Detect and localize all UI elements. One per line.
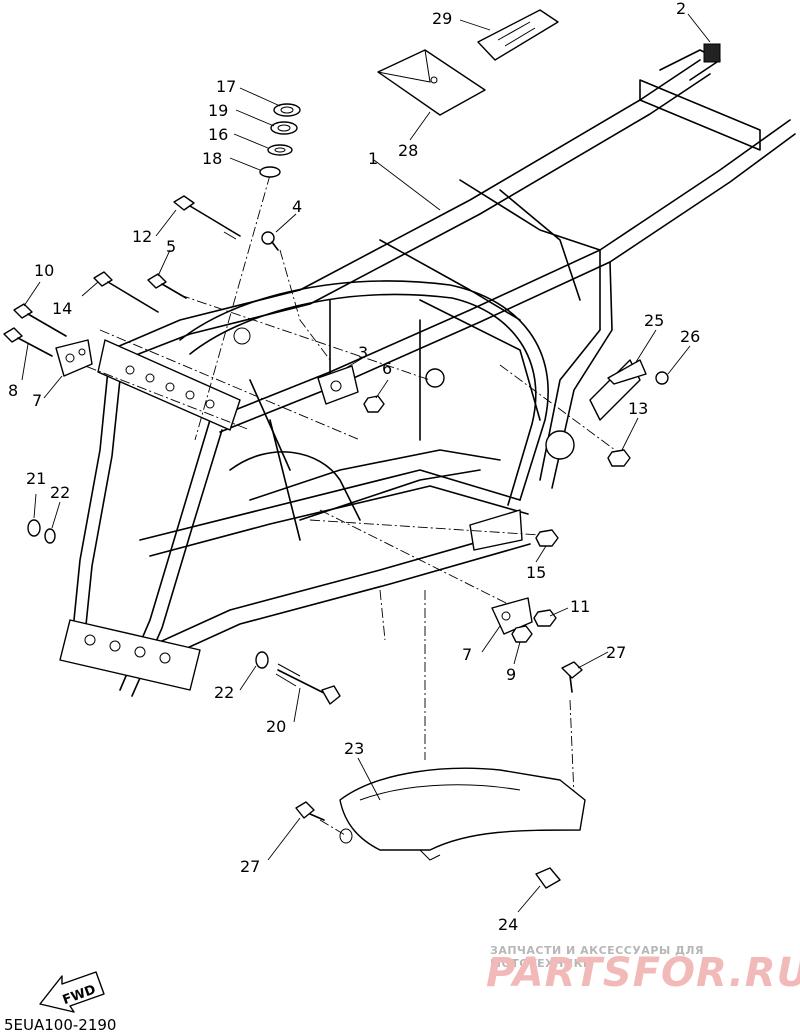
callout-25: 25 [644,311,664,330]
part-27-bolt [561,661,583,693]
callout-26: 26 [680,327,700,346]
part-18-collar [259,166,281,178]
callout-18: 18 [202,149,222,168]
callout-numbers: 29 2 28 17 19 16 18 1 4 12 5 10 14 3 8 7… [8,0,700,1008]
part-3-plate [317,365,359,405]
part-25-bracket [607,359,647,385]
part-7-plate-b [491,597,533,635]
callout-27-b: 27 [240,857,260,876]
callout-20: 20 [266,717,286,736]
watermark-logo: PARTSFOR.RU [486,950,800,996]
part-4-bolt [261,231,279,251]
callout-6: 6 [382,359,392,378]
part-20-bolt [275,663,341,705]
part-17-seal [273,103,301,117]
callout-14: 14 [52,299,72,318]
part-11-nut [533,609,557,627]
part-28-manual [377,49,486,116]
assembly-lines [69,174,616,836]
callout-15: 15 [526,563,546,582]
callout-21: 21 [26,469,46,488]
callout-3: 3 [358,343,368,362]
leader-lines [21,13,711,913]
part-10-bolt [13,303,67,337]
callout-8: 8 [8,381,18,400]
part-21-washer [27,519,41,537]
callout-7-b: 7 [462,645,472,664]
part-26-bolt [655,371,669,385]
callout-28: 28 [398,141,418,160]
watermark-tagline: ЗАПЧАСТИ И АКСЕССУАРЫ ДЛЯ МОТОТЕХНИКИ [490,944,705,970]
callout-29: 29 [432,9,452,28]
callout-9: 9 [506,665,516,684]
callout-17: 17 [216,77,236,96]
part-13-nut [607,449,631,467]
callout-7: 7 [32,391,42,410]
part-6-nut [363,395,385,413]
part-5-bolt [147,273,187,299]
callout-5: 5 [166,237,176,256]
part-23-skid-plate [339,767,586,851]
part-14-bolt [93,271,159,313]
loose-parts [3,9,721,1013]
part-8-bolt [3,327,53,357]
callout-27: 27 [606,643,626,662]
callout-13: 13 [628,399,648,418]
part-9-nut [511,625,533,643]
part-29-bracket [477,9,559,61]
callout-2: 2 [676,0,686,18]
catalog-code: 5EUA100-2190 [4,1016,117,1034]
part-12-bolt [173,195,241,240]
main-frame [59,49,796,697]
part-22-washer-b [255,651,269,669]
part-27-bolt-b [295,801,325,821]
callout-10: 10 [34,261,54,280]
callout-22-b: 22 [214,683,234,702]
part-19-bearing [270,121,298,135]
callout-22: 22 [50,483,70,502]
callout-16: 16 [208,125,228,144]
callout-4: 4 [292,197,302,216]
callout-19: 19 [208,101,228,120]
part-16-washer [267,144,293,156]
part-15-nut [535,529,559,547]
part-24-clip [535,867,561,889]
part-22-washer [44,528,56,544]
fwd-arrow [39,971,105,1013]
callout-11: 11 [570,597,590,616]
callout-12: 12 [132,227,152,246]
callout-1: 1 [368,149,378,168]
callout-23: 23 [344,739,364,758]
callout-24: 24 [498,915,518,934]
part-2-clip [703,43,721,63]
